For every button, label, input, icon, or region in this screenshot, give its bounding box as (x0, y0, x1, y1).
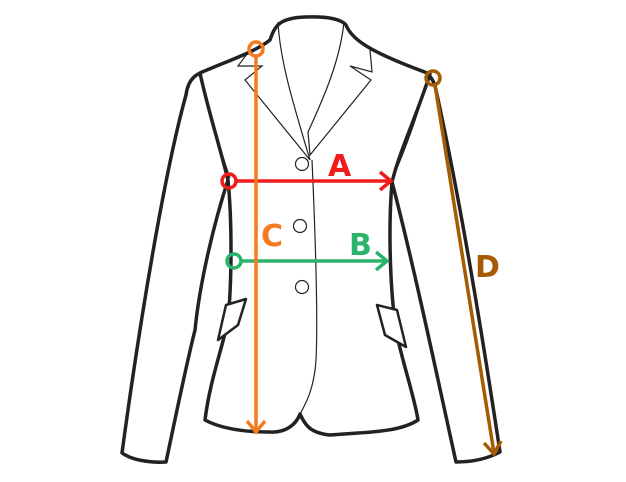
measurement-a-arrowhead (378, 170, 394, 192)
button-1 (294, 156, 310, 172)
front-edge (299, 159, 318, 415)
pockets (216, 297, 408, 349)
left-seam (199, 72, 231, 179)
jacket-details (199, 21, 429, 415)
button-2 (292, 218, 308, 234)
measurement-d (424, 69, 503, 458)
left-lapel (236, 21, 311, 161)
measurement-b-label: B (349, 228, 372, 263)
measurement-d-arrowhead (482, 440, 503, 458)
measurement-a-label: A (328, 149, 352, 184)
measurement-d-start-marker (424, 69, 442, 87)
jacket-outline (120, 15, 502, 464)
measurement-d-line (433, 84, 496, 454)
left-pocket-flap (216, 297, 248, 342)
measurement-c-arrowhead (245, 419, 267, 435)
measurement-b-arrowhead (374, 250, 390, 272)
button-3 (294, 279, 310, 295)
measurement-a (220, 170, 394, 192)
right-seam (391, 75, 429, 181)
right-pocket-flap (375, 303, 408, 349)
left-sleeve (120, 68, 230, 464)
measurement-b (225, 250, 390, 272)
measurement-d-label: D (475, 250, 500, 285)
right-lapel (307, 21, 373, 157)
measurement-c (245, 40, 267, 435)
measurement-c-label: C (261, 219, 283, 254)
